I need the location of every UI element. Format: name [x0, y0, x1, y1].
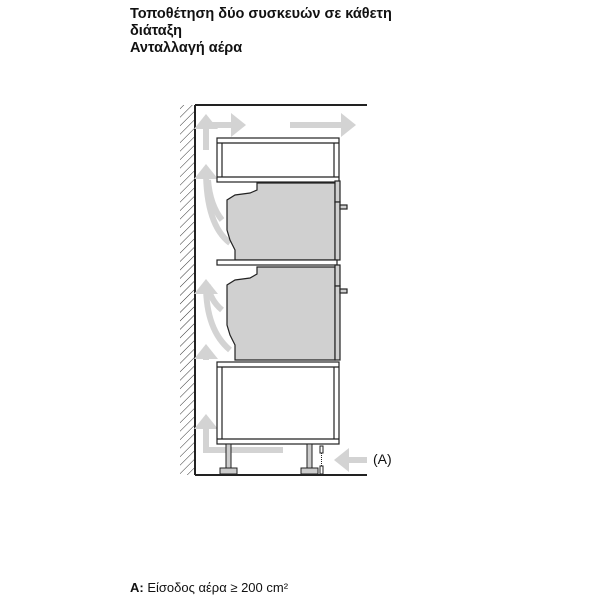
lower-oven — [226, 264, 348, 361]
upper-oven-knob — [339, 204, 348, 210]
legend-key: A: — [130, 580, 144, 595]
title-line-1: Τοποθέτηση δύο συσκευών σε κάθετη — [130, 6, 392, 22]
air-inlet-marker: (A) — [373, 451, 392, 467]
shelf — [216, 259, 338, 266]
title-line-2: διάταξη — [130, 23, 183, 39]
base-cabinet — [216, 361, 340, 445]
upper-oven — [226, 180, 348, 261]
legend-text: Είσοδος αέρα ≥ 200 cm² — [143, 580, 289, 595]
legend-caption: A: Είσοδος αέρα ≥ 200 cm² — [130, 580, 288, 595]
title-line-3: Ανταλλαγή αέρα — [130, 40, 243, 56]
lower-oven-knob — [339, 288, 348, 294]
airflow-arrows — [194, 113, 367, 472]
top-cabinet — [216, 137, 340, 183]
cabinet-legs — [219, 443, 324, 475]
diagram-title: Τοποθέτηση δύο συσκευών σε κάθετη διάταξ… — [130, 6, 392, 57]
